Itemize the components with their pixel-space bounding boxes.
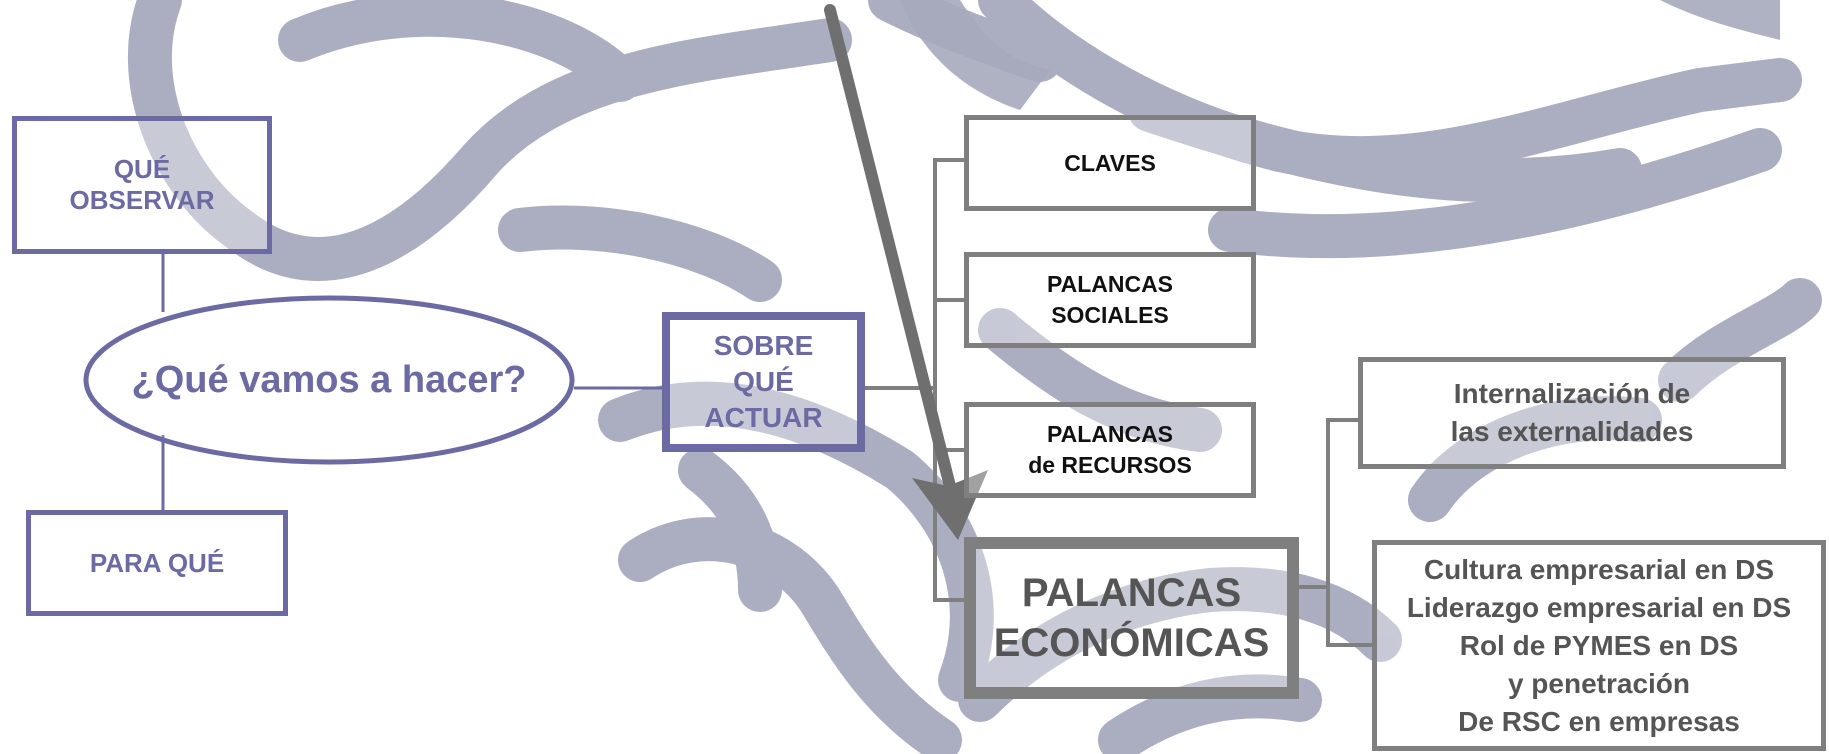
- que-observar-box: QUÉ OBSERVAR: [12, 116, 272, 254]
- sobre-que-actuar-box: SOBRE QUÉ ACTUAR: [662, 312, 865, 452]
- detail-bracket: [1326, 418, 1372, 647]
- palancas-economicas-box: PALANCAS ECONÓMICAS: [964, 537, 1299, 699]
- central-question: ¿Qué vamos a hacer?: [131, 358, 527, 401]
- palancas-sociales-line-2: SOCIALES: [1051, 302, 1169, 328]
- palancas-recursos-line-1: PALANCAS: [1046, 421, 1174, 447]
- internalizacion-line-1: Internalización de: [1453, 378, 1691, 409]
- cultura-empresarial-box: Cultura empresarial en DS Liderazgo empr…: [1372, 540, 1826, 751]
- para-que-box: PARA QUÉ: [26, 510, 288, 616]
- lever-bracket: [933, 158, 964, 602]
- palancas-sociales-line-1: PALANCAS: [1046, 271, 1174, 297]
- sobre-que-actuar-line-2: QUÉ: [733, 366, 794, 397]
- cultura-line-4: y penetración: [1507, 667, 1691, 699]
- cultura-line-1: Cultura empresarial en DS: [1423, 553, 1775, 585]
- que-observar-line-2: OBSERVAR: [69, 185, 215, 215]
- que-observar-line-1: QUÉ: [113, 154, 171, 184]
- palancas-economicas-line-1: PALANCAS: [1021, 571, 1242, 615]
- palancas-economicas-line-2: ECONÓMICAS: [993, 621, 1270, 665]
- cultura-line-5: De RSC en empresas: [1458, 705, 1740, 737]
- cultura-line-3: Rol de PYMES en DS: [1459, 629, 1739, 661]
- sobre-que-actuar-line-1: SOBRE: [713, 330, 814, 361]
- claves-label: CLAVES: [1064, 149, 1156, 176]
- sobre-que-actuar-line-3: ACTUAR: [704, 402, 823, 433]
- arrow-down: [824, 4, 988, 540]
- palancas-recursos-box: PALANCAS de RECURSOS: [964, 402, 1256, 498]
- palancas-recursos-line-2: de RECURSOS: [1028, 452, 1192, 478]
- para-que-label: PARA QUÉ: [89, 547, 225, 578]
- internalizacion-box: Internalización de las externalidades: [1358, 357, 1786, 469]
- claves-box: CLAVES: [964, 115, 1256, 211]
- internalizacion-line-2: las externalidades: [1450, 416, 1694, 447]
- cultura-line-2: Liderazgo empresarial en DS: [1406, 591, 1792, 623]
- central-question-oval: [83, 295, 575, 465]
- palancas-sociales-box: PALANCAS SOCIALES: [964, 252, 1256, 348]
